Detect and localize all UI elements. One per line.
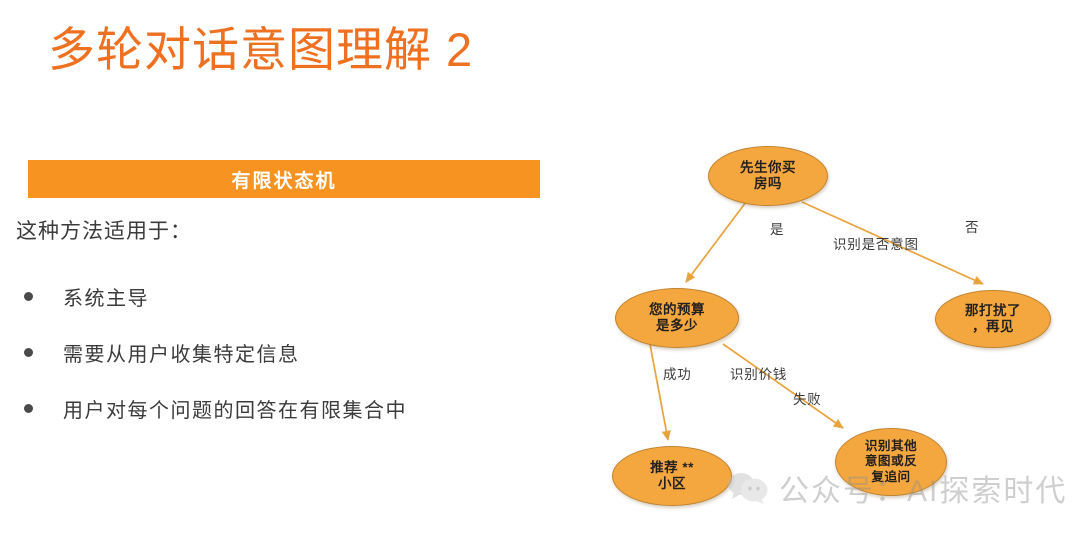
edge-root-to-budget: [685, 201, 747, 283]
node-other-intent[interactable]: 识别其他 意图或反 复追问: [835, 428, 947, 496]
list-item: 用户对每个问题的回答在有限集合中: [16, 380, 536, 436]
state-machine-diagram: 先生你买 房吗 您的预算 是多少 那打扰了 ，再见 推荐 ** 小区 识别其他 …: [590, 128, 1080, 533]
edge-root-to-bye: [801, 201, 984, 285]
page-title: 多轮对话意图理解 2: [48, 23, 474, 76]
edge-label-no: 否: [965, 220, 980, 235]
bullet-dot-icon: [24, 403, 33, 413]
list-item: 需要从用户收集特定信息: [16, 324, 536, 380]
bullet-list: 系统主导 需要从用户收集特定信息 用户对每个问题的回答在有限集合中: [16, 268, 536, 436]
node-root-label: 先生你买 房吗: [740, 159, 796, 191]
list-item-label: 用户对每个问题的回答在有限集合中: [63, 399, 407, 422]
intro-text: 这种方法适用于：: [16, 220, 192, 243]
node-other-intent-label: 识别其他 意图或反 复追问: [864, 438, 918, 484]
node-goodbye-label: 那打扰了 ，再见: [965, 302, 1021, 334]
node-goodbye[interactable]: 那打扰了 ，再见: [935, 290, 1051, 348]
list-item-label: 需要从用户收集特定信息: [63, 343, 300, 366]
diagram-edges: [649, 201, 984, 442]
edge-label-price-recognition: 识别价钱: [730, 367, 788, 382]
list-item: 系统主导: [16, 268, 536, 324]
bullet-dot-icon: [24, 347, 33, 357]
finite-state-machine-banner: 有限状态机: [28, 160, 540, 198]
edge-label-intent-recognition: 识别是否意图: [833, 237, 919, 252]
node-recommend[interactable]: 推荐 ** 小区: [612, 446, 732, 506]
node-root[interactable]: 先生你买 房吗: [708, 146, 828, 206]
node-budget[interactable]: 您的预算 是多少: [615, 288, 739, 348]
list-item-label: 系统主导: [63, 287, 149, 310]
edge-budget-to-other: [722, 343, 844, 429]
node-budget-label: 您的预算 是多少: [649, 301, 705, 333]
edge-label-yes: 是: [770, 222, 785, 237]
banner-label: 有限状态机: [231, 170, 337, 192]
node-recommend-label: 推荐 ** 小区: [650, 459, 694, 491]
edge-budget-to-recommend: [649, 343, 671, 442]
bullet-dot-icon: [24, 291, 33, 301]
edge-label-success: 成功: [663, 367, 692, 382]
edge-label-fail: 失败: [793, 392, 822, 407]
